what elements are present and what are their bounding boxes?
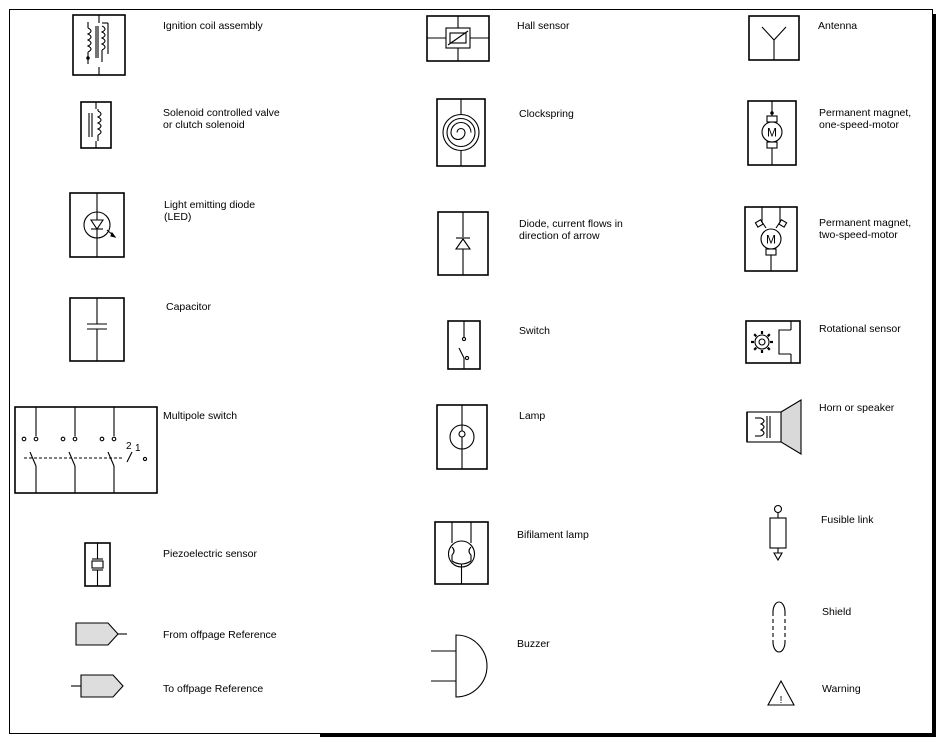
label-rotational-sensor: Rotational sensor [819,323,901,335]
motor-one-speed-icon: M [747,100,797,166]
led-icon [69,192,125,258]
label-lamp: Lamp [519,410,546,422]
warning-icon: ! [767,679,795,706]
to-offpage-icon [71,674,124,698]
clockspring-icon [436,98,486,167]
diode-icon [437,211,489,276]
ignition-coil-icon [72,14,126,76]
bifilament-lamp-icon [434,521,489,585]
label-motor-two-speed: Permanent magnet,two-speed-motor [819,217,912,241]
motor-two-speed-icon: M [744,206,798,272]
buzzer-icon [431,634,488,698]
antenna-icon [748,15,800,61]
multipole-mark-1: 1 [135,443,141,454]
label-buzzer: Buzzer [517,638,550,650]
label-warning: Warning [822,683,861,695]
switch-icon [447,320,481,370]
fusible-link-icon [769,504,787,562]
label-bifilament-lamp: Bifilament lamp [517,529,589,541]
lamp-icon [436,404,488,470]
multipole-switch-icon: 2 1 [14,406,158,494]
label-shield: Shield [822,606,852,618]
hall-sensor-icon [426,15,490,62]
shield-icon [772,601,786,653]
label-multipole-switch: Multipole switch [163,410,238,422]
label-antenna: Antenna [818,20,858,32]
label-ignition-coil: Ignition coil assembly [163,20,263,32]
motor-two-speed-mark: M [766,233,776,247]
label-capacitor: Capacitor [166,301,211,313]
piezo-sensor-icon [84,542,111,587]
from-offpage-icon [75,622,127,646]
solenoid-icon [80,101,112,149]
label-from-offpage: From offpage Reference [163,629,277,641]
horn-speaker-icon [746,399,802,455]
sheet-shadow-right [933,14,936,737]
label-hall-sensor: Hall sensor [517,20,570,32]
warning-mark: ! [780,695,783,706]
label-piezo-sensor: Piezoelectric sensor [163,548,257,560]
sheet-shadow-bottom [320,734,936,737]
label-fusible-link: Fusible link [821,514,874,526]
multipole-mark-2: 2 [126,441,132,452]
label-clockspring: Clockspring [519,108,574,120]
motor-one-speed-mark: M [767,126,777,140]
label-motor-one-speed: Permanent magnet,one-speed-motor [819,107,912,131]
label-switch: Switch [519,325,550,337]
capacitor-icon [69,297,125,362]
label-to-offpage: To offpage Reference [163,683,264,695]
label-led: Light emitting diode(LED) [164,199,256,223]
rotational-sensor-icon [745,320,801,364]
label-horn-speaker: Horn or speaker [819,402,895,414]
